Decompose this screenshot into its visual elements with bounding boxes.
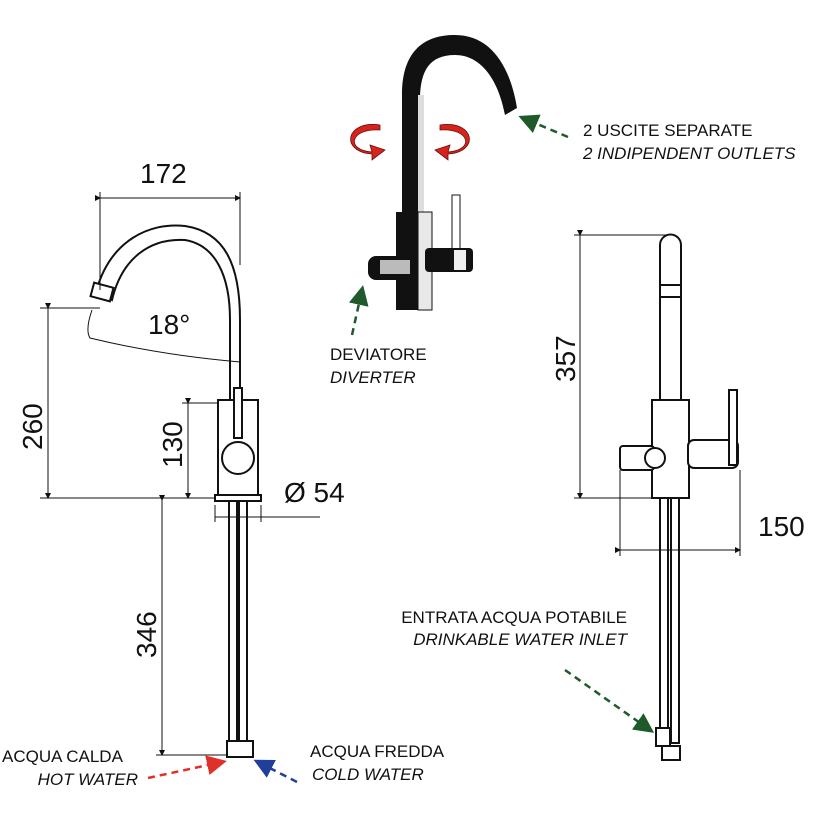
spout-tip	[89, 281, 115, 303]
dim-150: 150	[758, 511, 805, 542]
dim-357: 357	[550, 335, 581, 382]
side-view: 357 150 ENTRATA ACQUA POTABILE DRINKABLE…	[401, 230, 805, 761]
side-lever	[728, 389, 738, 466]
handle-knob	[221, 441, 255, 475]
diverter-label-it: DEVIATORE	[330, 345, 427, 364]
rotate-left-arrow-icon	[350, 124, 386, 161]
hose-right	[238, 500, 248, 742]
filter-lever	[451, 194, 461, 251]
hot-label-en: HOT WATER	[38, 770, 138, 789]
water-connection-callouts: ACQUA CALDA HOT WATER ACQUA FREDDA COLD …	[2, 742, 445, 789]
outlets-label-it: 2 USCITE SEPARATE	[583, 121, 752, 140]
hot-label-it: ACQUA CALDA	[2, 747, 124, 766]
dim-260: 260	[17, 403, 48, 450]
rotate-right-arrow-icon	[434, 124, 470, 161]
dim-diameter-54: Ø 54	[284, 477, 345, 508]
diverter-label-en: DIVERTER	[330, 368, 416, 387]
cold-label-it: ACQUA FREDDA	[310, 742, 445, 761]
dim-172: 172	[140, 158, 187, 189]
hose-left	[228, 500, 238, 742]
inlet-label-en: DRINKABLE WATER INLET	[413, 630, 628, 649]
dim-18-deg: 18°	[148, 309, 190, 340]
nut	[226, 740, 254, 758]
side-spout	[659, 233, 682, 401]
front-view: 172 18° 260 130 Ø 54 346	[17, 158, 345, 758]
inlet-label-it: ENTRATA ACQUA POTABILE	[401, 608, 627, 627]
cold-label-en: COLD WATER	[312, 765, 424, 784]
lever	[233, 387, 243, 439]
perspective-view: 2 USCITE SEPARATE 2 INDIPENDENT OUTLETS …	[330, 35, 796, 387]
black-spout	[402, 35, 517, 218]
dim-346: 346	[131, 611, 162, 658]
outlets-label-en: 2 INDIPENDENT OUTLETS	[582, 144, 796, 163]
dim-130: 130	[157, 421, 188, 468]
